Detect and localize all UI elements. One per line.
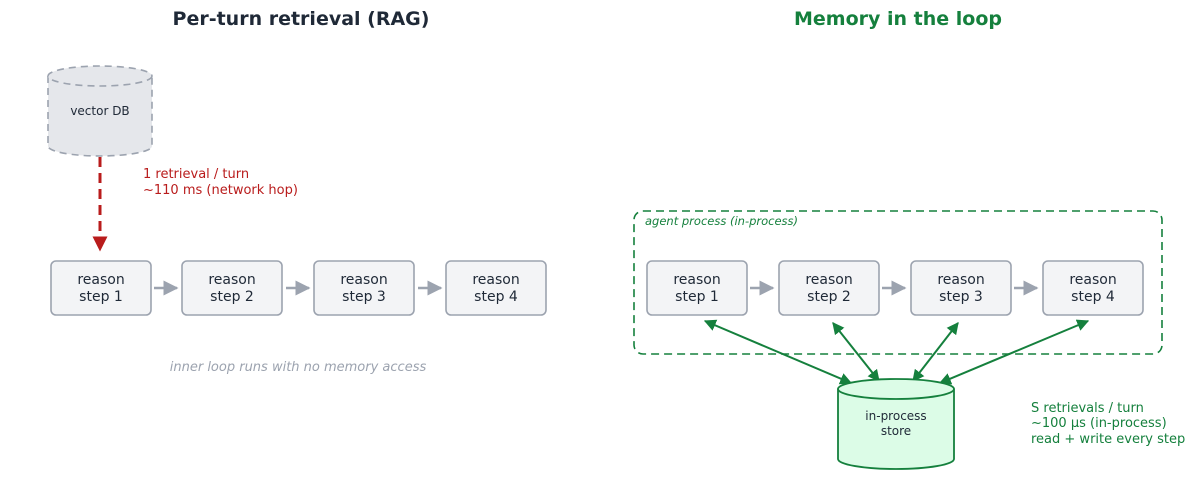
svg-text:step 1: step 1 [79, 289, 123, 305]
svg-text:reason: reason [77, 272, 124, 288]
store-label-line1: in-process [865, 409, 926, 423]
memory-arrow-3 [912, 322, 959, 382]
left-step-2: reason step 2 [181, 260, 283, 316]
svg-text:reason: reason [937, 272, 984, 288]
right-step-2: reason step 2 [778, 260, 880, 316]
memory-arrow-2 [832, 322, 880, 382]
svg-text:step 3: step 3 [342, 289, 386, 305]
right-title: Memory in the loop [794, 8, 1002, 30]
left-step-3: reason step 3 [313, 260, 415, 316]
vector-db: vector DB [47, 65, 153, 157]
svg-text:step 3: step 3 [939, 289, 983, 305]
svg-text:reason: reason [673, 272, 720, 288]
right-step-3: reason step 3 [910, 260, 1012, 316]
agent-process-label: agent process (in-process) [645, 214, 798, 228]
svg-text:step 4: step 4 [1071, 289, 1115, 305]
svg-text:step 1: step 1 [675, 289, 719, 305]
svg-text:reason: reason [1069, 272, 1116, 288]
right-step-4: reason step 4 [1042, 260, 1144, 316]
left-footer-note: inner loop runs with no memory access [170, 360, 427, 375]
store-label-line2: store [881, 424, 911, 438]
right-retrieval-note: S retrievals / turn ~100 µs (in-process)… [1031, 401, 1185, 447]
left-retrieval-note: 1 retrieval / turn ~110 ms (network hop) [143, 167, 298, 198]
in-process-store: in-process store [837, 378, 955, 470]
left-step-4: reason step 4 [445, 260, 547, 316]
svg-text:reason: reason [805, 272, 852, 288]
agent-process-container [633, 210, 1163, 355]
svg-text:step 2: step 2 [807, 289, 851, 305]
svg-text:step 4: step 4 [474, 289, 518, 305]
left-step-1: reason step 1 [50, 260, 152, 316]
svg-text:reason: reason [472, 272, 519, 288]
left-title: Per-turn retrieval (RAG) [173, 8, 430, 30]
svg-text:reason: reason [208, 272, 255, 288]
memory-arrow-1 [703, 319, 853, 385]
svg-text:reason: reason [340, 272, 387, 288]
memory-arrow-4 [938, 319, 1090, 385]
svg-text:step 2: step 2 [210, 289, 254, 305]
right-step-1: reason step 1 [646, 260, 748, 316]
vector-db-label: vector DB [70, 104, 129, 118]
